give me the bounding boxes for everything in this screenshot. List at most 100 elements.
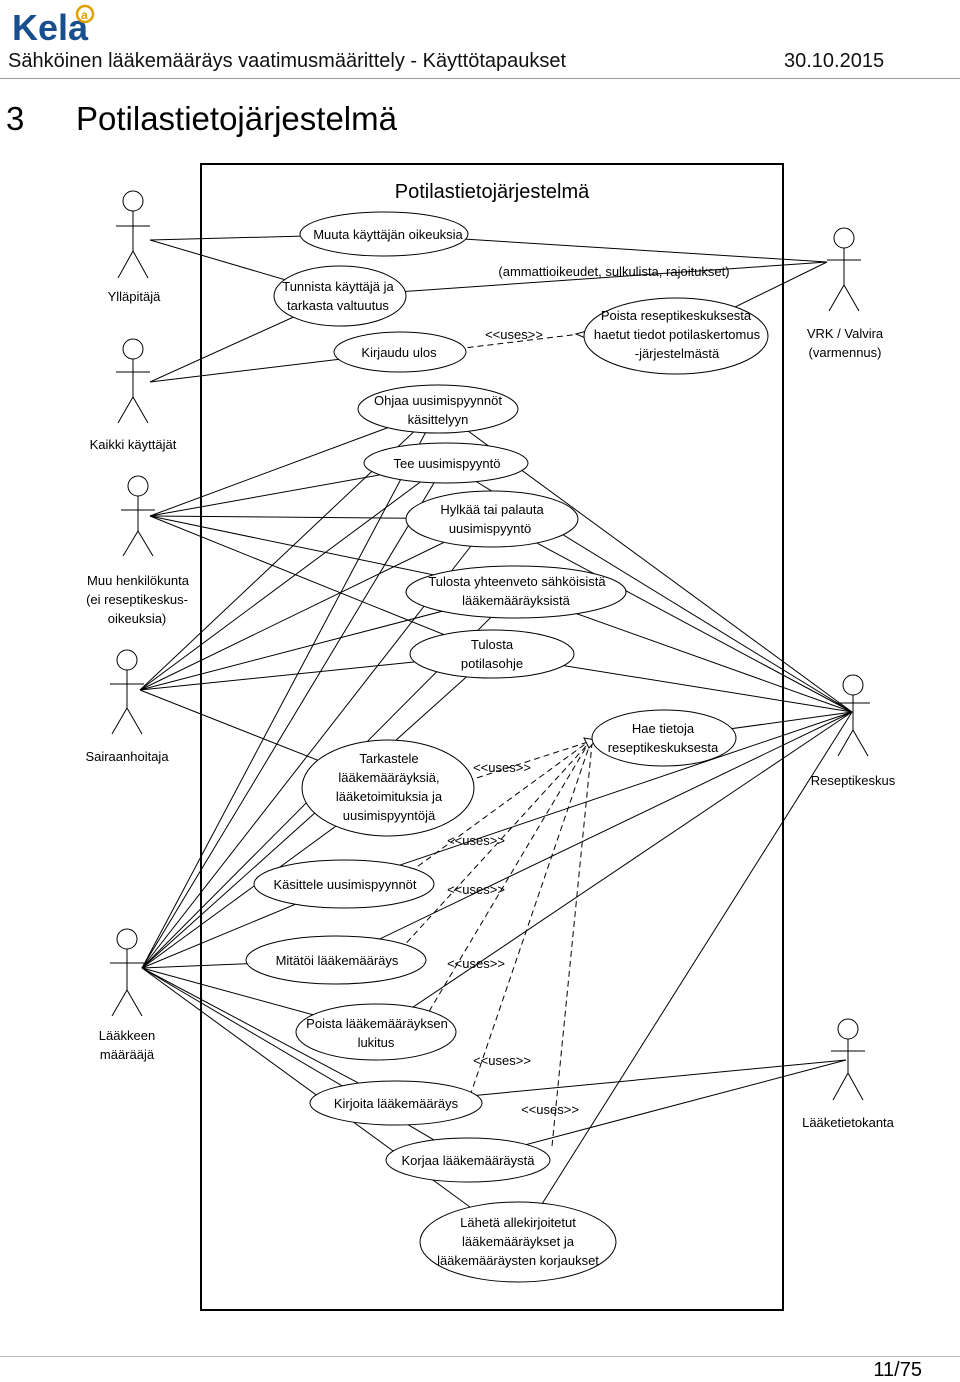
association-line (139, 462, 447, 691)
usecase-label: Lähetä allekirjoitetut (460, 1215, 576, 1230)
logo-emblem-mark: a (81, 8, 88, 22)
usecase-hylkaa: Hylkää tai palauta uusimispyyntö (405, 490, 579, 548)
section-title: Potilastietojärjestelmä (76, 100, 397, 137)
actor-muu-henkilokunta: Muu henkilökunta (ei reseptikeskus- oike… (86, 475, 190, 626)
association-line (517, 711, 853, 1243)
actor-label: Sairaanhoitaja (85, 749, 169, 764)
uses-dependency-line (399, 743, 589, 951)
usecase-label: Tulosta yhteenveto sähköisistä (428, 574, 606, 589)
actor-sairaanhoitaja: Sairaanhoitaja (85, 649, 169, 764)
uses-dependency-line (457, 741, 589, 785)
association-line (491, 518, 853, 713)
usecase-laheta: Lähetä allekirjoitetut lääkemääräykset j… (419, 1201, 617, 1283)
usecase-label: Tulosta (471, 637, 514, 652)
header-divider (0, 78, 960, 79)
usecase-label: lääkemääräyksistä (462, 593, 570, 608)
usecase-tee: Tee uusimispyyntö (363, 442, 529, 484)
page-header: Kela a Sähköinen lääkemääräys vaatimusmä… (0, 0, 960, 80)
actor-vrk-valvira: VRK / Valvira (varmennus) (807, 227, 884, 360)
use-case-diagram: Potilastietojärjestelmä Muuta käyttäjän … (85, 163, 896, 1311)
actor-kaikki-kayttajat: Kaikki käyttäjät (90, 338, 177, 452)
usecase-label: reseptikeskuksesta (608, 740, 719, 755)
association-line (149, 515, 493, 655)
usecase-label: Ohjaa uusimispyynnöt (374, 393, 502, 408)
usecase-label: Hylkää tai palauta (440, 502, 544, 517)
actor-label: oikeuksia) (108, 611, 167, 626)
uses-dependency-line (551, 743, 593, 1147)
association-line (343, 711, 853, 885)
association-line (467, 1059, 847, 1161)
usecase-label: lääkemääräyksiä, (338, 770, 439, 785)
usecase-label: lääkemääräykset ja (462, 1234, 575, 1249)
actor-label: määrääjä (100, 1047, 155, 1062)
usecase-label: uusimispyyntöjä (343, 808, 436, 823)
section-number: 3 (6, 100, 25, 137)
actor-label: (ei reseptikeskus- (86, 592, 188, 607)
usecase-label: Mitätöi lääkemääräys (276, 953, 399, 968)
usecase-ohjaa: Ohjaa uusimispyynnöt käsittelyyn (357, 384, 519, 434)
association-line (339, 261, 828, 297)
uses-label: <<uses>> (447, 833, 505, 848)
usecase-label: haetut tiedot potilaskertomus (594, 327, 761, 342)
usecase-korjaa: Korjaa lääkemääräystä (385, 1137, 551, 1183)
usecase-poista-haetut: Poista reseptikeskuksesta haetut tiedot … (583, 297, 769, 375)
uses-label: <<uses>> (473, 760, 531, 775)
association-lines (139, 233, 853, 1243)
uses-label: <<uses>> (485, 327, 543, 342)
usecase-tarkastele: Tarkastele lääkemääräyksiä, lääketoimitu… (301, 739, 475, 837)
association-line (335, 711, 853, 961)
association-line (141, 967, 397, 1104)
usecase-label: Kirjoita lääkemääräys (334, 1096, 459, 1111)
association-line (141, 462, 447, 969)
usecase-label: Käsittele uusimispyynnöt (273, 877, 416, 892)
actor-label: VRK / Valvira (807, 326, 884, 341)
section-heading: 3 Potilastietojärjestelmä (6, 100, 397, 138)
actor-yllapitaja: Ylläpitäjä (108, 190, 161, 304)
usecase-kasittele: Käsittele uusimispyynnöt (253, 859, 435, 909)
actor-label: Reseptikeskus (811, 773, 896, 788)
association-line (139, 518, 493, 691)
uses-dependency-line (409, 741, 589, 873)
actor-label: Kaikki käyttäjät (90, 437, 177, 452)
association-line (141, 408, 439, 969)
usecase-label: tarkasta valtuutus (287, 298, 389, 313)
usecase-label: potilasohje (461, 656, 523, 671)
usecase-label: -järjestelmästä (635, 346, 720, 361)
usecase-kirjaudu: Kirjaudu ulos (333, 331, 467, 373)
uses-label: <<uses>> (447, 956, 505, 971)
actor-label: Lääkkeen (99, 1028, 155, 1043)
system-title: Potilastietojärjestelmä (395, 181, 590, 203)
actor-label: (varmennus) (809, 345, 882, 360)
logo-emblem (75, 4, 95, 24)
uses-label: <<uses>> (521, 1102, 579, 1117)
page-number: 11/75 (873, 1359, 922, 1381)
usecase-tulosta-yhteenveto: Tulosta yhteenveto sähköisistä lääkemäär… (405, 565, 627, 619)
usecase-label: lääkemääräysten korjaukset (437, 1253, 599, 1268)
usecase-label: käsittelyyn (408, 412, 469, 427)
actor-label: Muu henkilökunta (87, 573, 190, 588)
usecase-tulosta-potilasohje: Tulosta potilasohje (409, 629, 575, 679)
usecase-label: Hae tietoja (632, 721, 695, 736)
usecase-hae-tietoja: Hae tietoja reseptikeskuksesta (591, 709, 737, 767)
kela-logo: Kela a (12, 4, 95, 48)
usecase-label: Kirjaudu ulos (361, 345, 437, 360)
usecase-label: Poista reseptikeskuksesta (601, 308, 752, 323)
usecase-tunnista: Tunnista käyttäjä ja tarkasta valtuutus (273, 265, 407, 327)
footer-divider (0, 1356, 960, 1357)
association-line (375, 711, 853, 1033)
usecase-label: Tee uusimispyyntö (394, 456, 501, 471)
system-boundary (200, 163, 784, 1311)
uses-label: <<uses>> (473, 1053, 531, 1068)
uses-dependencies (397, 333, 593, 1147)
actor-laaketietokanta: Lääketietokanta (802, 1018, 895, 1130)
usecase-muuta: Muuta käyttäjän oikeuksia (299, 211, 469, 257)
association-line (141, 967, 469, 1161)
usecase-kirjoita: Kirjoita lääkemääräys (309, 1080, 483, 1126)
actor-label: Lääketietokanta (802, 1115, 895, 1130)
usecase-label: lääketoimituksia ja (336, 789, 443, 804)
actor-reseptikeskus: Reseptikeskus (811, 674, 896, 788)
usecase-label: Muuta käyttäjän oikeuksia (313, 227, 463, 242)
document-title: Sähköinen lääkemääräys vaatimusmäärittel… (8, 50, 567, 72)
usecase-label: Tarkastele (359, 751, 418, 766)
usecase-label: Tunnista käyttäjä ja (282, 279, 394, 294)
